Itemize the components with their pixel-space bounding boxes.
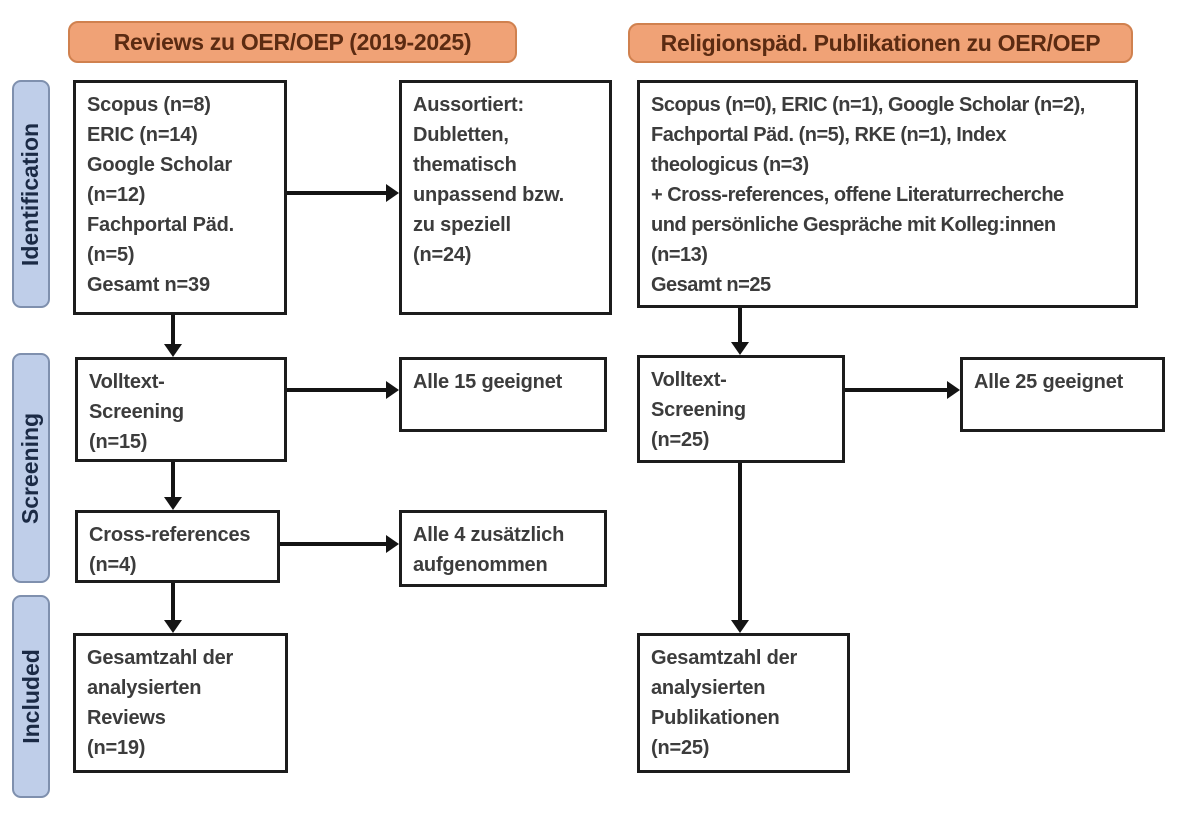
arrow-left-crossref-to-result (280, 535, 399, 553)
stage-label-identification: Identification (12, 80, 50, 308)
right-fulltext-screening-box: Volltext- Screening (n=25) (637, 355, 845, 463)
left-crossref-box: Cross-references (n=4) (75, 510, 280, 583)
left-fulltext-result-box: Alle 15 geeignet (399, 357, 607, 432)
arrow-left-fulltext-to-crossref (164, 462, 182, 510)
arrow-left-sources-to-fulltext (164, 315, 182, 357)
arrow-left-fulltext-to-result (287, 381, 399, 399)
right-fulltext-result-box: Alle 25 geeignet (960, 357, 1165, 432)
stage-label-screening-text: Screening (17, 412, 44, 524)
left-sources-box: Scopus (n=8) ERIC (n=14) Google Scholar … (73, 80, 287, 315)
left-excluded-box: Aussortiert: Dubletten, thematisch unpas… (399, 80, 612, 315)
arrow-right-sources-to-fulltext (731, 308, 749, 355)
stage-label-included: Included (12, 595, 50, 798)
column-header-right: Religionspäd. Publikationen zu OER/OEP (628, 23, 1133, 63)
stage-label-included-text: Included (17, 649, 44, 744)
right-included-box: Gesamtzahl der analysierten Publikatione… (637, 633, 850, 773)
arrow-right-fulltext-to-result (845, 381, 960, 399)
left-fulltext-screening-box: Volltext- Screening (n=15) (75, 357, 287, 462)
column-header-left: Reviews zu OER/OEP (2019-2025) (68, 21, 517, 63)
left-included-box: Gesamtzahl der analysierten Reviews (n=1… (73, 633, 288, 773)
arrow-left-sources-to-excluded (287, 184, 399, 202)
arrow-right-fulltext-to-included (731, 463, 749, 633)
right-sources-box: Scopus (n=0), ERIC (n=1), Google Scholar… (637, 80, 1138, 308)
arrow-left-crossref-to-included (164, 583, 182, 633)
stage-label-screening: Screening (12, 353, 50, 583)
left-crossref-result-box: Alle 4 zusätzlich aufgenommen (399, 510, 607, 587)
stage-label-identification-text: Identification (17, 122, 44, 266)
